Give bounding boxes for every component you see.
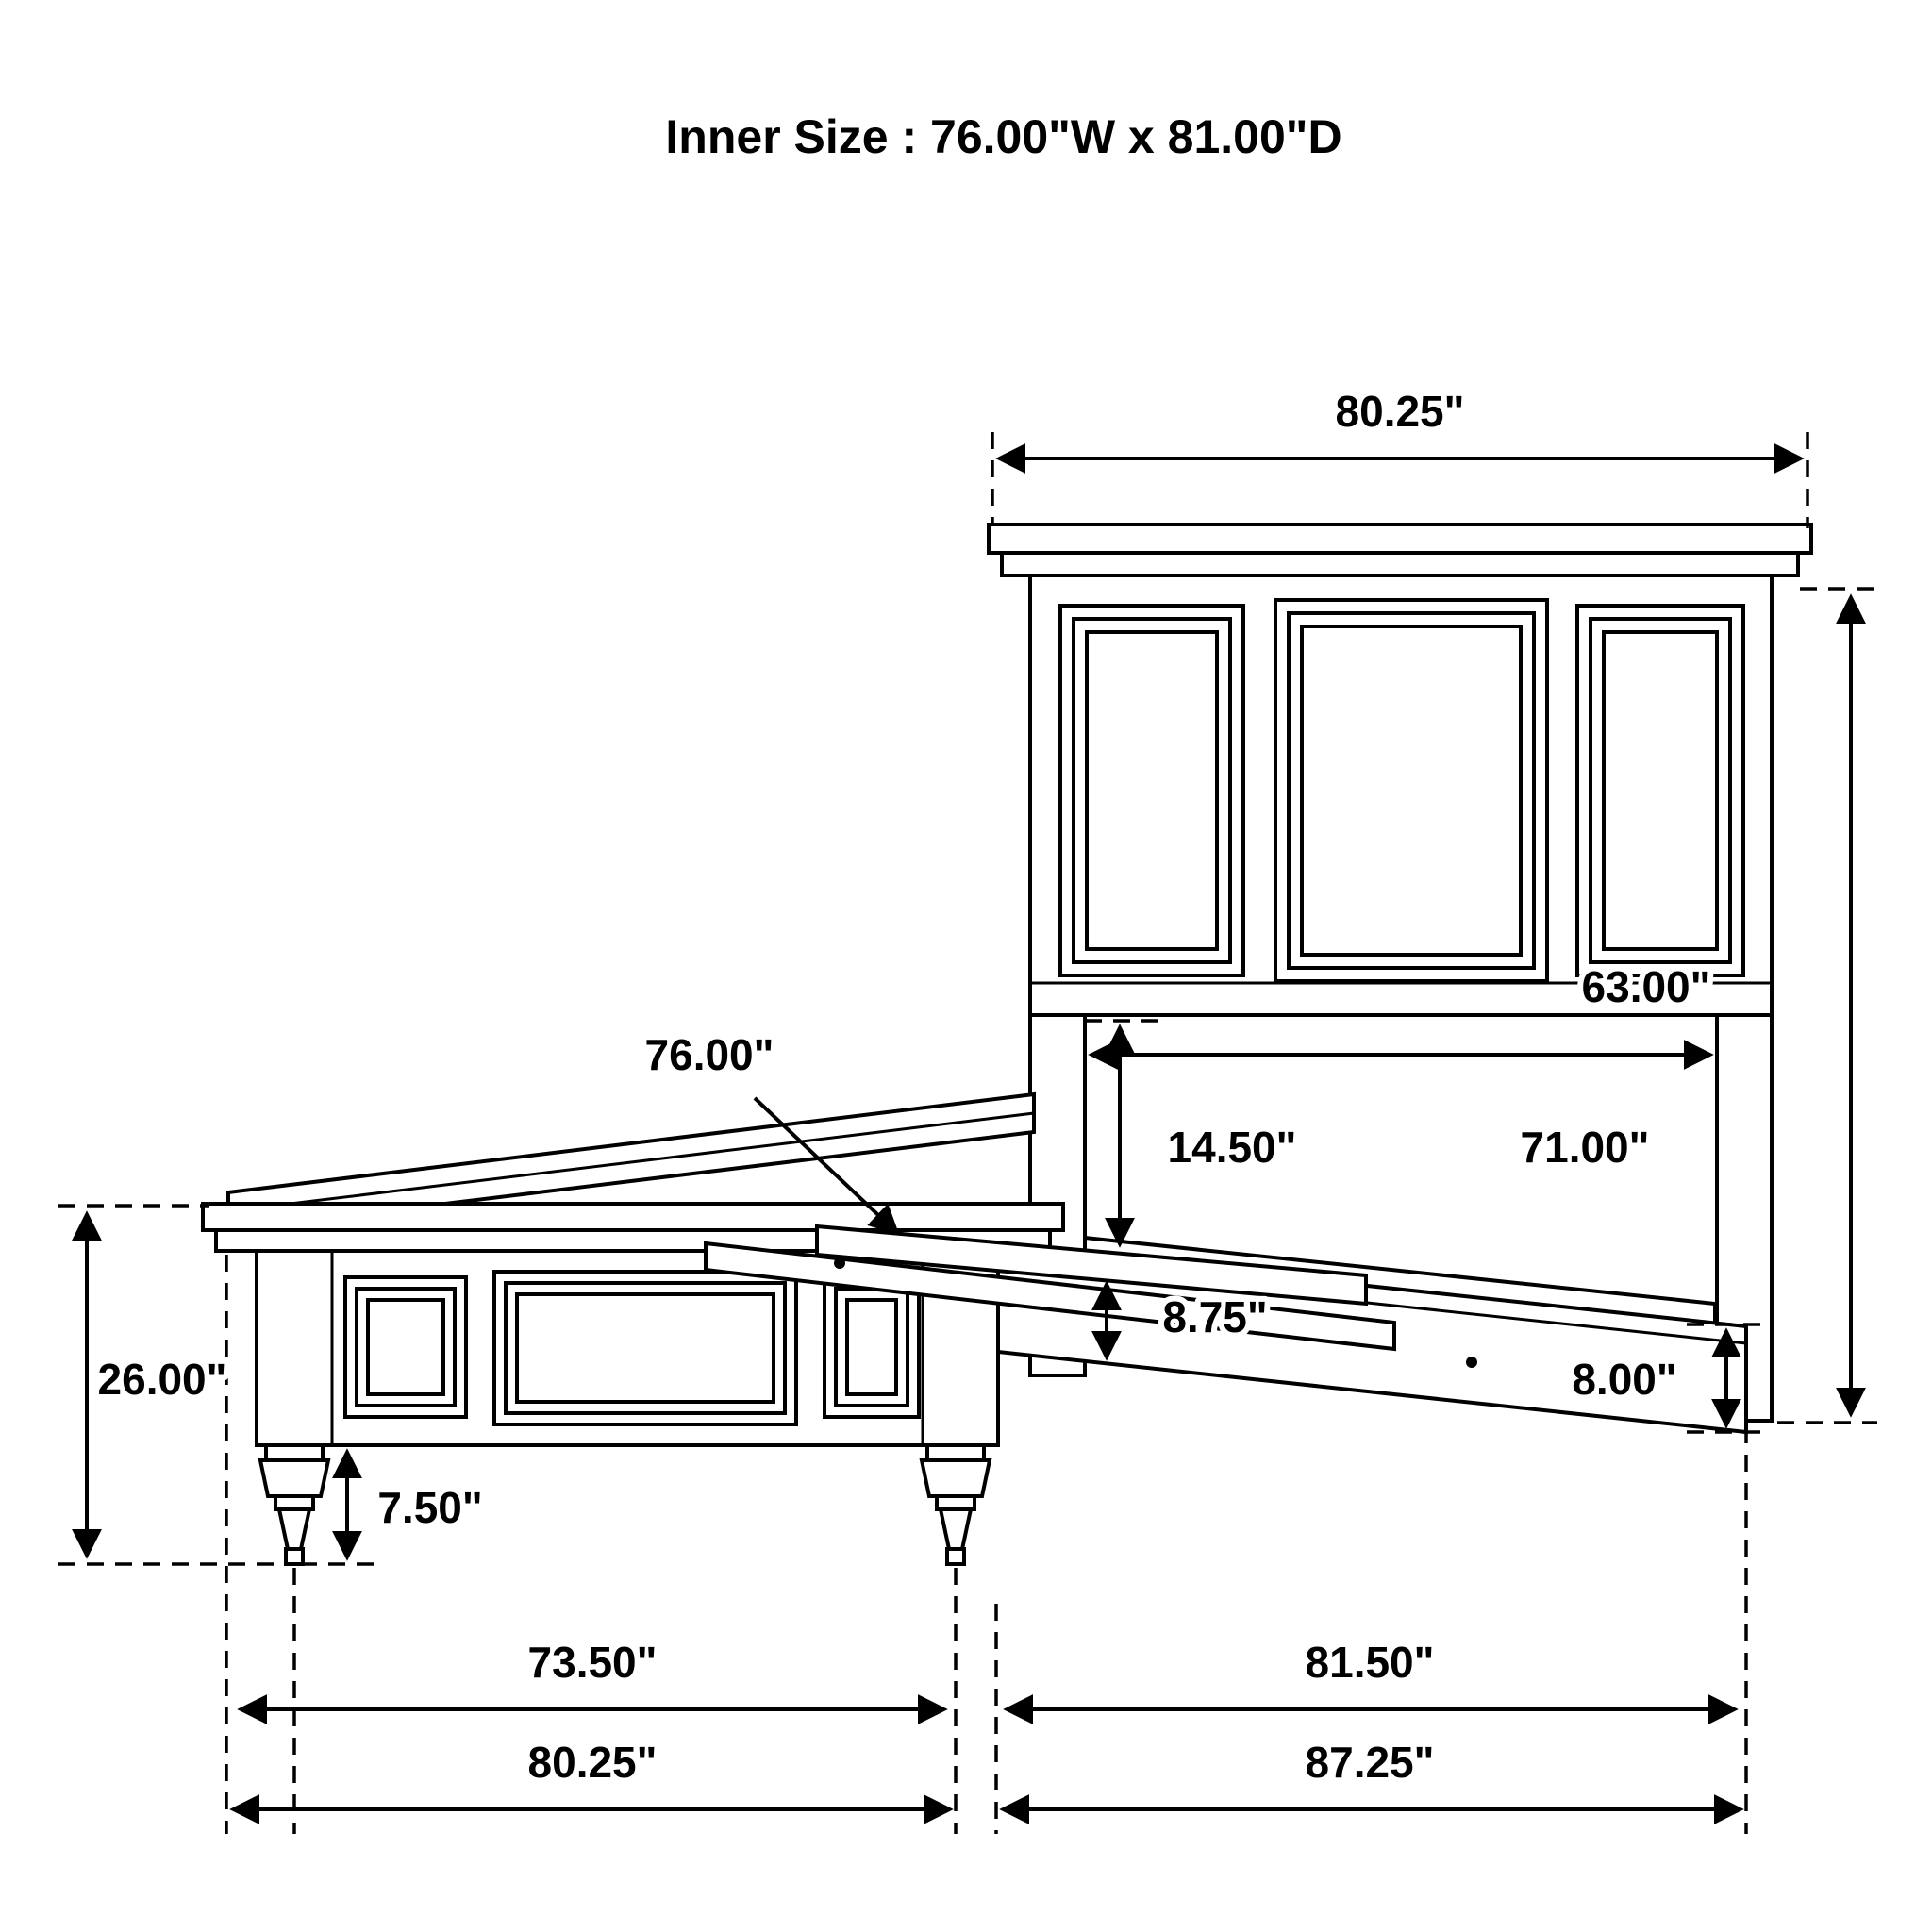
dim-footboard-height: 26.00" (58, 1204, 288, 1566)
dim-headboard-inner-width: 71.00" (1088, 1040, 1714, 1177)
dim-label-inner-width: 71.00" (1521, 1123, 1650, 1172)
dim-label-foot-height: 7.50" (377, 1483, 482, 1532)
dim-foot-height: 7.50" (289, 1443, 489, 1566)
dim-rail-inner-length: 81.50" (1003, 1632, 1739, 1724)
dim-slat-clearance: 8.75" (1091, 1280, 1274, 1361)
footboard-panel-center (492, 1270, 798, 1426)
page-title: Inner Size : 76.00"W x 81.00"D (665, 110, 1341, 163)
dim-label-footboard-height: 26.00" (98, 1355, 227, 1404)
headboard-cap-lip (1000, 551, 1800, 577)
dim-label-side-rail-height: 8.00" (1572, 1355, 1676, 1404)
dim-slat-width: 76.00" (640, 1024, 900, 1236)
dim-label-headboard-height: 63.00" (1582, 962, 1711, 1011)
headboard-panel-right (1575, 604, 1745, 977)
dim-label-headboard-bottom-to-slat: 14.50" (1168, 1123, 1297, 1172)
screw-dot (1466, 1357, 1477, 1368)
dim-footboard-width: 80.25" (229, 1732, 954, 1824)
footboard-left-foot (258, 1443, 331, 1566)
dim-label-slat-width: 76.00" (645, 1030, 774, 1079)
dim-label-slat-clearance: 8.75" (1162, 1292, 1267, 1341)
bed-drawing (201, 523, 1813, 1566)
headboard-panel-center (1274, 598, 1549, 983)
dim-label-footboard-inner-width: 73.50" (528, 1638, 658, 1687)
center-support-rail (704, 1241, 1396, 1352)
dim-headboard-bottom-to-slat: 14.50" (1085, 1019, 1302, 1248)
dim-label-rail-inner-length: 81.50" (1306, 1638, 1435, 1687)
dim-label-overall-length: 87.25" (1306, 1738, 1435, 1787)
headboard-cap (987, 523, 1813, 555)
screw-dot (834, 1257, 845, 1269)
footboard-panel-right (823, 1275, 921, 1419)
dim-label-headboard-width: 80.25" (1336, 387, 1465, 436)
footboard-right-foot (919, 1443, 992, 1566)
dimensions: 80.25" 63.00" 76.00" 71.00" 14.50" (58, 381, 1877, 1834)
dim-label-footboard-width: 80.25" (528, 1738, 658, 1787)
dim-footboard-inner-width: 73.50" (237, 1632, 948, 1724)
dim-side-rail-height: 8.00" (1566, 1323, 1768, 1434)
dim-headboard-width: 80.25" (991, 381, 1809, 528)
projection-lines (225, 1255, 1748, 1834)
headboard-panel-left (1058, 604, 1245, 977)
headboard (987, 523, 1813, 1423)
dim-overall-length: 87.25" (999, 1732, 1744, 1824)
footboard-cap (201, 1202, 1065, 1232)
mattress-slat (815, 1224, 1368, 1307)
footboard-panel-left (343, 1275, 468, 1419)
dim-headboard-height: 63.00" (1576, 587, 1877, 1424)
